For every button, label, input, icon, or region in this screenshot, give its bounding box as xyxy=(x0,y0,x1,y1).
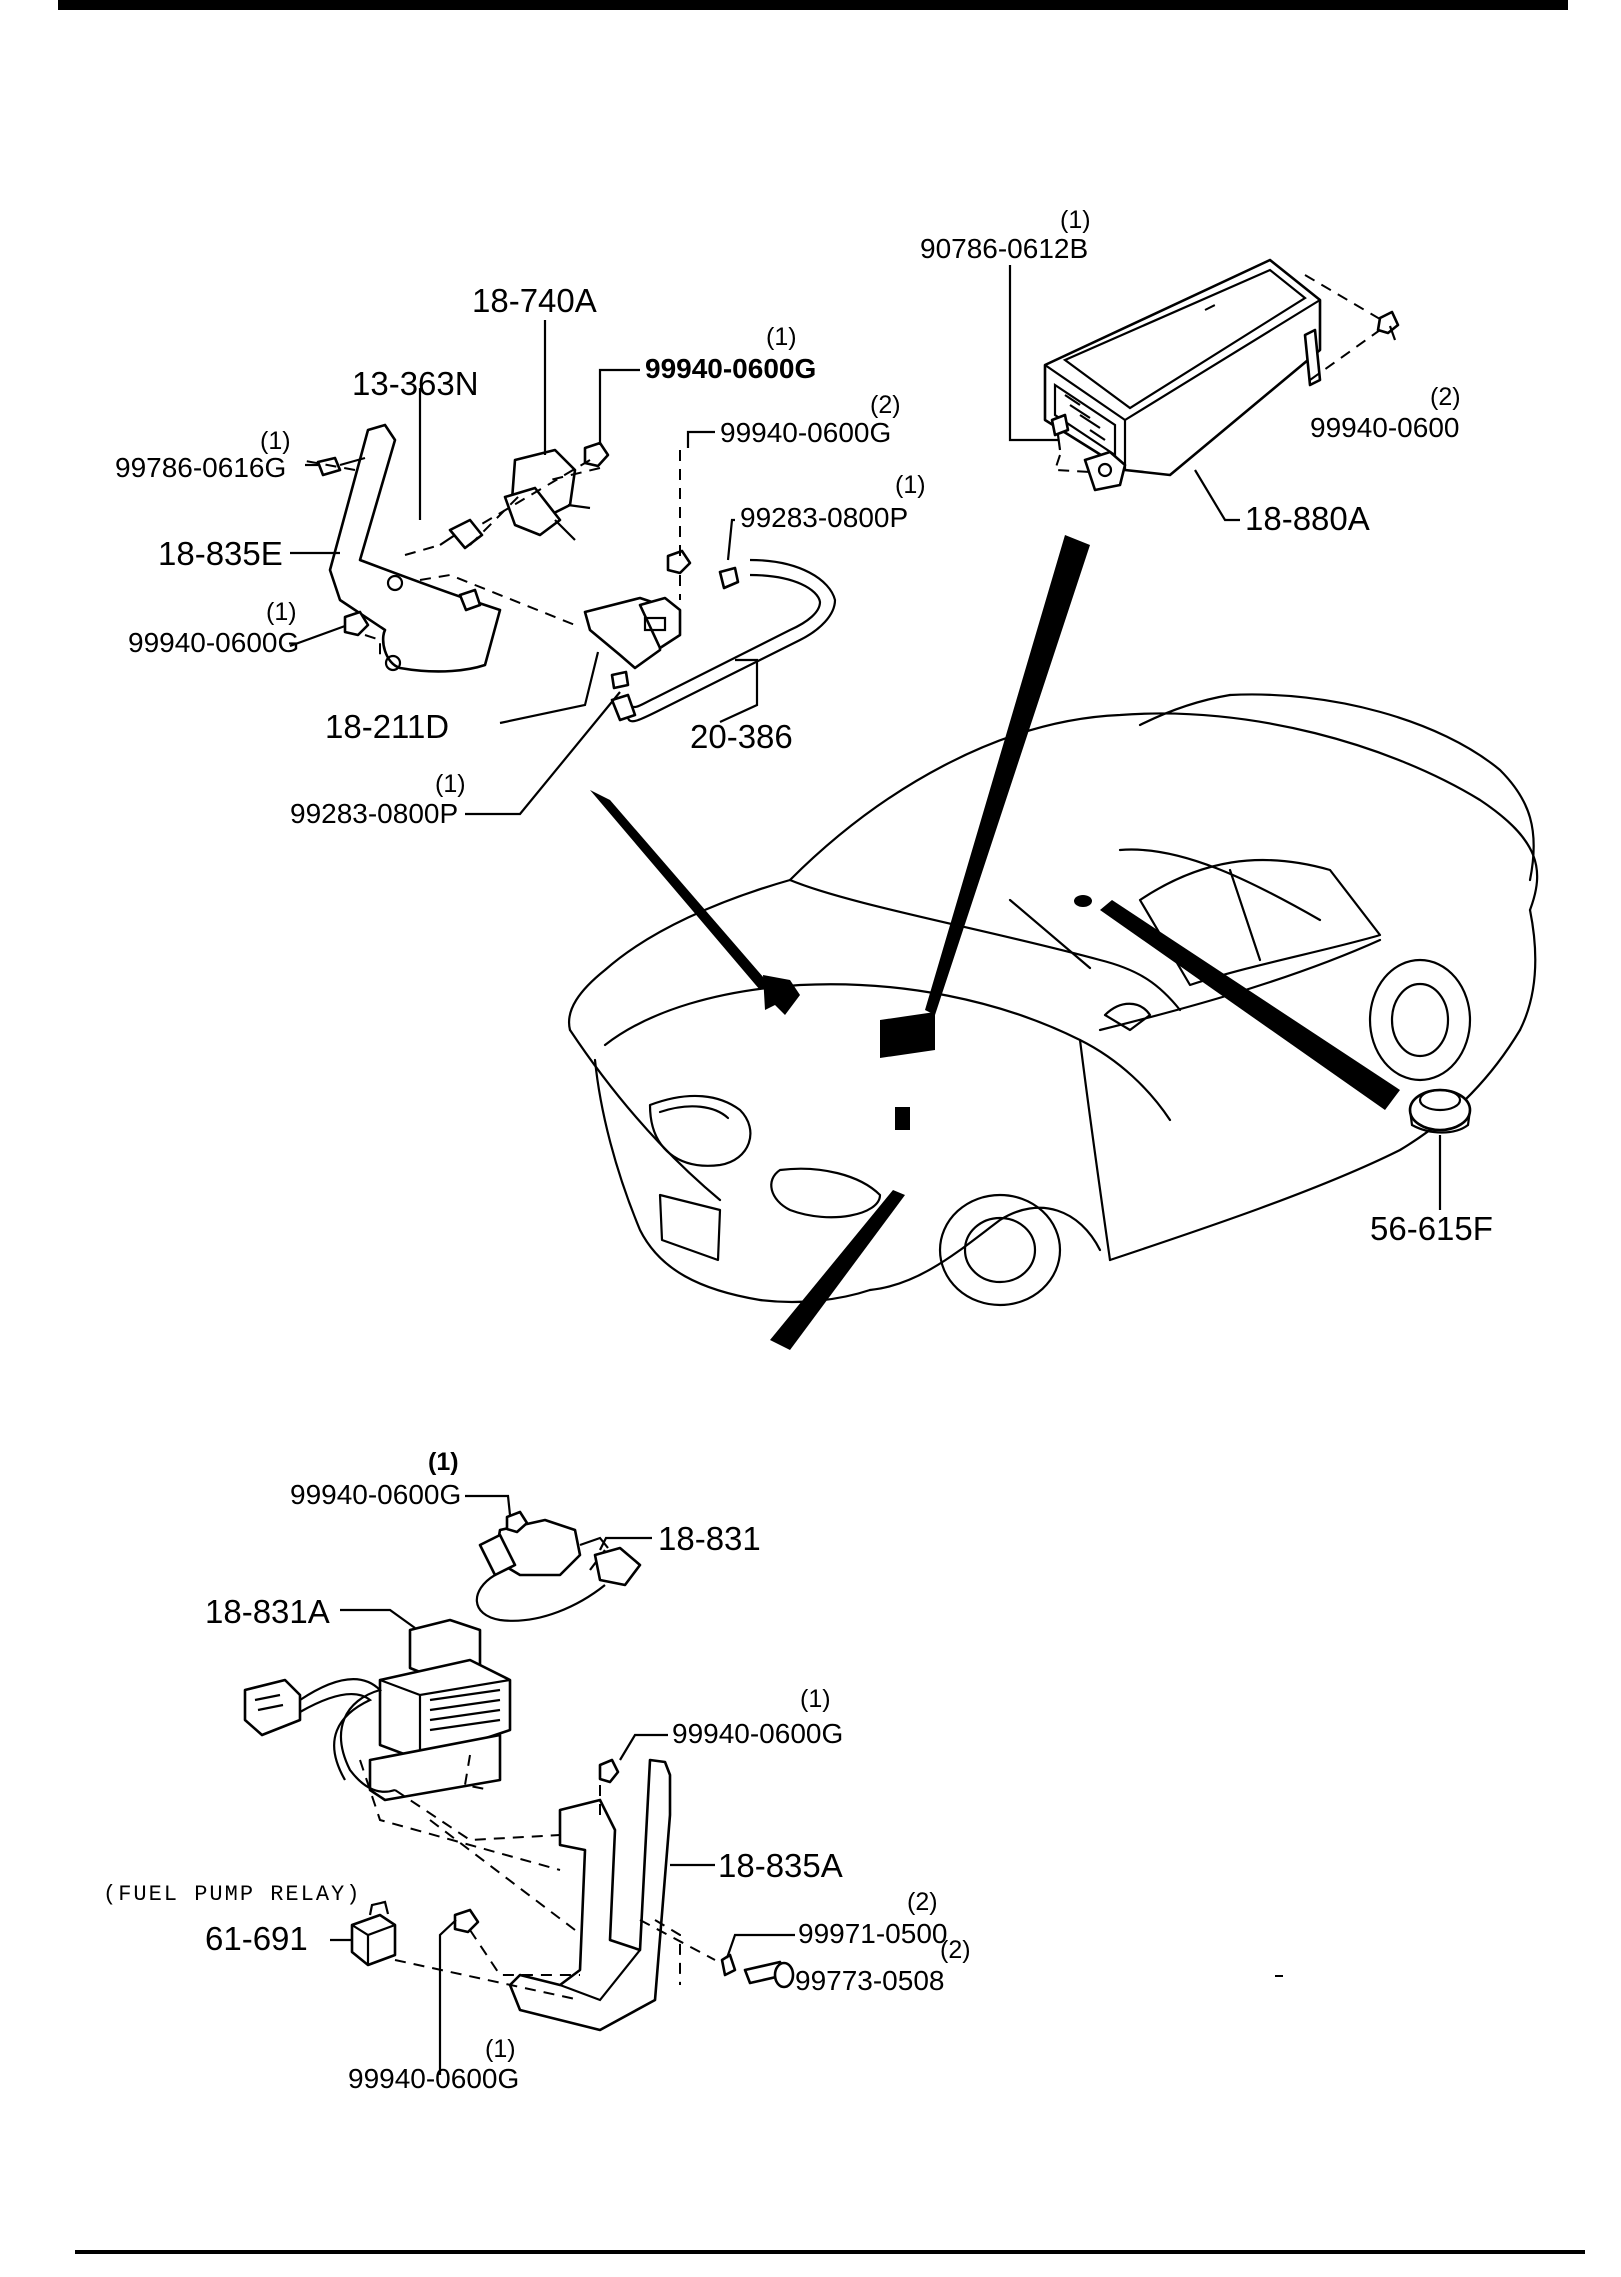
wedge-ecu xyxy=(925,535,1090,1015)
location-mark-relay xyxy=(895,1107,910,1130)
qty-99971-0500: (2) xyxy=(907,1888,938,1916)
qty-99940-0600g-a: (1) xyxy=(766,323,797,351)
qty-99283-0800p-b: (1) xyxy=(435,770,466,798)
callout-18-740a: 18-740A xyxy=(472,282,597,319)
callout-18-211d: 18-211D xyxy=(325,708,449,745)
qty-99773-0508: (2) xyxy=(940,1936,971,1964)
callout-99971-0500: 99971-0500 xyxy=(798,1918,947,1949)
location-mark-engine xyxy=(763,975,800,1015)
callout-99940-0600g-a: 99940-0600G xyxy=(645,353,816,384)
grommet-part xyxy=(1408,1088,1472,1134)
wedge-engine xyxy=(590,790,770,990)
callout-99786-0616g: 99786-0616G xyxy=(115,452,286,483)
qty-99940-0600g-d: (1) xyxy=(428,1448,459,1476)
ecu-module xyxy=(1043,258,1400,492)
callout-61-691: 61-691 xyxy=(205,1920,308,1957)
solenoid-assembly xyxy=(299,423,837,723)
callout-20-386: 20-386 xyxy=(690,718,793,755)
wedge-relay xyxy=(770,1190,905,1350)
qty-90786-0612b: (1) xyxy=(1060,206,1091,234)
qty-99283-0800p-a: (1) xyxy=(895,471,926,499)
callout-99940-0600g-b: 99940-0600G xyxy=(720,417,891,448)
qty-99940-0600g-b: (2) xyxy=(870,391,901,419)
callout-99773-0508: 99773-0508 xyxy=(795,1965,944,1996)
qty-99940-0600g-e: (1) xyxy=(800,1685,831,1713)
qty-99940-0600: (2) xyxy=(1430,383,1461,411)
relay-assembly xyxy=(243,1510,795,2032)
callout-18-831a: 18-831A xyxy=(205,1593,330,1630)
note-fuel-pump-relay: (FUEL PUMP RELAY) xyxy=(103,1882,361,1907)
callout-99940-0600g-c: 99940-0600G xyxy=(128,627,299,658)
callout-56-615f: 56-615F xyxy=(1370,1210,1493,1247)
callout-18-835e: 18-835E xyxy=(158,535,283,572)
callout-13-363n: 13-363N xyxy=(352,365,479,402)
qty-99940-0600g-f: (1) xyxy=(485,2035,516,2063)
callout-90786-0612b: 90786-0612B xyxy=(920,233,1088,264)
callout-18-880a: 18-880A xyxy=(1245,500,1370,537)
location-mark-ecu xyxy=(880,1012,935,1058)
top-border-rule xyxy=(58,0,1568,10)
bottom-border-rule xyxy=(75,2250,1585,2254)
stray-mark xyxy=(1275,1975,1283,1977)
leader-lines xyxy=(289,265,1442,2075)
callout-99283-0800p-a: 99283-0800P xyxy=(740,502,908,533)
callout-99940-0600g-d: 99940-0600G xyxy=(290,1479,461,1510)
car-illustration xyxy=(567,693,1539,1307)
callout-18-831: 18-831 xyxy=(658,1520,761,1557)
qty-99786-0616g: (1) xyxy=(260,427,291,455)
qty-99940-0600g-c: (1) xyxy=(266,598,297,626)
callout-99283-0800p-b: 99283-0800P xyxy=(290,798,458,829)
callout-18-835a: 18-835A xyxy=(718,1847,843,1884)
wedge-grommet xyxy=(1100,900,1400,1110)
callout-99940-0600g-e: 99940-0600G xyxy=(672,1718,843,1749)
callout-99940-0600: 99940-0600 xyxy=(1310,412,1459,443)
location-mark-grommet xyxy=(1074,895,1092,907)
callout-99940-0600g-f: 99940-0600G xyxy=(348,2063,519,2094)
